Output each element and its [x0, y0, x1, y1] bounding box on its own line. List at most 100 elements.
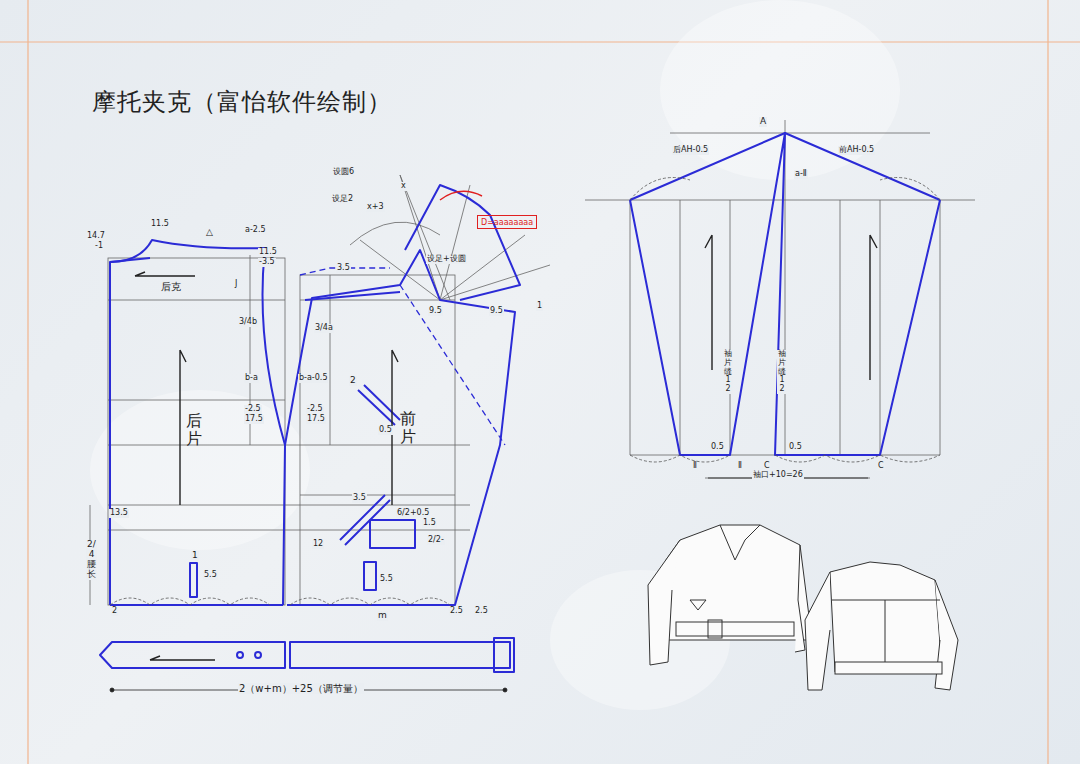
dimension-label: 1 [536, 302, 543, 311]
construction-lines [300, 300, 455, 301]
red-arc [440, 191, 482, 200]
dimension-label: a-2.5 [244, 226, 267, 235]
page-title: 摩托夹克（富怡软件绘制） [92, 86, 392, 118]
page-frame [27, 0, 28, 764]
dimension-label: b-a [244, 374, 259, 383]
pattern-piece: 前片 [300, 290, 450, 600]
pattern-outline [630, 133, 940, 455]
dimension-label: C [763, 462, 771, 471]
pattern-outline [190, 563, 197, 597]
construction-lines [440, 265, 550, 300]
dimension-label: 0.5 [788, 443, 803, 452]
dimension-label: △ [205, 228, 214, 238]
pattern-outline [285, 250, 515, 605]
dimension-label: J [234, 280, 238, 289]
dimension-label: 3/4a [314, 324, 334, 333]
jacket-sketch [830, 562, 942, 672]
construction-lines [300, 275, 455, 605]
red-arc [440, 191, 482, 200]
construction-lines [670, 133, 930, 134]
dimension-label: 5.5 [203, 571, 218, 580]
jacket-sketch [648, 540, 680, 665]
construction-lines [300, 495, 455, 496]
dimension-label: x [400, 182, 407, 191]
jacket-sketch [805, 572, 830, 690]
grain-arrows [135, 272, 195, 276]
dimension-label: 2（w+m）+25（调节量） [238, 683, 364, 694]
dimension-label: 设足+设圆 [426, 255, 467, 264]
pattern-outline [110, 258, 150, 262]
marker-box: D=aaaaaaaa [477, 215, 537, 229]
pattern-outline [358, 385, 400, 425]
construction-lines [400, 175, 440, 300]
construction-lines [330, 275, 331, 445]
dimension-label: 后AH-0.5 [672, 146, 709, 155]
pattern-outline [290, 642, 510, 668]
grain-arrows [135, 235, 877, 660]
dimension-label: 袖口+10=26 [752, 471, 804, 480]
construction-lines [108, 505, 470, 506]
dimension-label: 设足2 [331, 195, 354, 204]
dimension-line [110, 478, 868, 692]
dimension-label: -2.5 [244, 405, 262, 414]
construction-lines [350, 222, 440, 245]
hem-scallops [630, 455, 940, 462]
hem-scallops [110, 598, 450, 605]
dimension-label: C [877, 462, 885, 471]
dimension-label: 2 [349, 376, 357, 386]
dimension-label: 前AH-0.5 [838, 146, 875, 155]
jacket-sketch [690, 600, 706, 610]
dimension-label: 5.5 [379, 575, 394, 584]
construction-lines [730, 200, 731, 455]
dimension-label: -2.5 [306, 405, 324, 414]
dimension-label: a-Ⅱ [794, 170, 808, 179]
pattern-outline [370, 520, 415, 548]
jacket-sketch [676, 622, 794, 636]
dimension-label: 1 [191, 551, 199, 561]
dimension-label: 17.5 [306, 415, 326, 424]
construction-lines [630, 200, 631, 455]
construction-lines [880, 200, 881, 455]
jacket-sketch [660, 525, 812, 640]
construction-lines [90, 120, 975, 605]
grain-arrows [392, 350, 398, 505]
pattern-outline [237, 652, 243, 658]
pattern-outline [100, 642, 285, 668]
grain-arrows [180, 350, 186, 505]
dimension-label: 设圆6 [332, 168, 355, 177]
jacket-sketch [795, 545, 805, 652]
pattern-outline [364, 562, 376, 590]
piece-name: D=aaaaaaaa [481, 218, 533, 227]
background-shapes [660, 0, 900, 180]
hem-scallops [630, 178, 940, 201]
pattern-outline [405, 185, 520, 300]
dimension-label: Ⅱ [737, 462, 743, 471]
pattern-outline [305, 292, 400, 300]
dimension-label: 3.5 [336, 264, 351, 273]
page-frame [1047, 0, 1048, 764]
construction-lines [108, 258, 285, 605]
pattern-outline [255, 652, 261, 658]
construction-lines [440, 185, 470, 300]
dimension-label: 0.5 [378, 426, 393, 435]
dimension-label: 2 [111, 607, 118, 616]
hem-scallops [110, 178, 940, 606]
jacket-sketch [648, 525, 958, 690]
construction-lines [840, 200, 841, 455]
dimension-label: 6/2+0.5 [396, 509, 430, 518]
dashed-lines [300, 268, 505, 445]
dimension-label: 2.5 [449, 607, 464, 616]
dimension-label: 12 [312, 540, 324, 549]
pattern-outline [110, 240, 285, 605]
dimension-label: 3/4b [238, 318, 258, 327]
grain-arrows [870, 235, 877, 380]
jacket-sketch [832, 600, 940, 662]
vertical-label: 袖片缝12 [723, 350, 733, 394]
vertical-label: 袖片缝12 [777, 350, 787, 394]
dimension-label: m [377, 611, 388, 621]
construction-lines [108, 300, 285, 301]
construction-lines [108, 400, 285, 401]
dimension-label: 11.5 [258, 248, 278, 257]
dimension-label: 13.5 [109, 509, 129, 518]
